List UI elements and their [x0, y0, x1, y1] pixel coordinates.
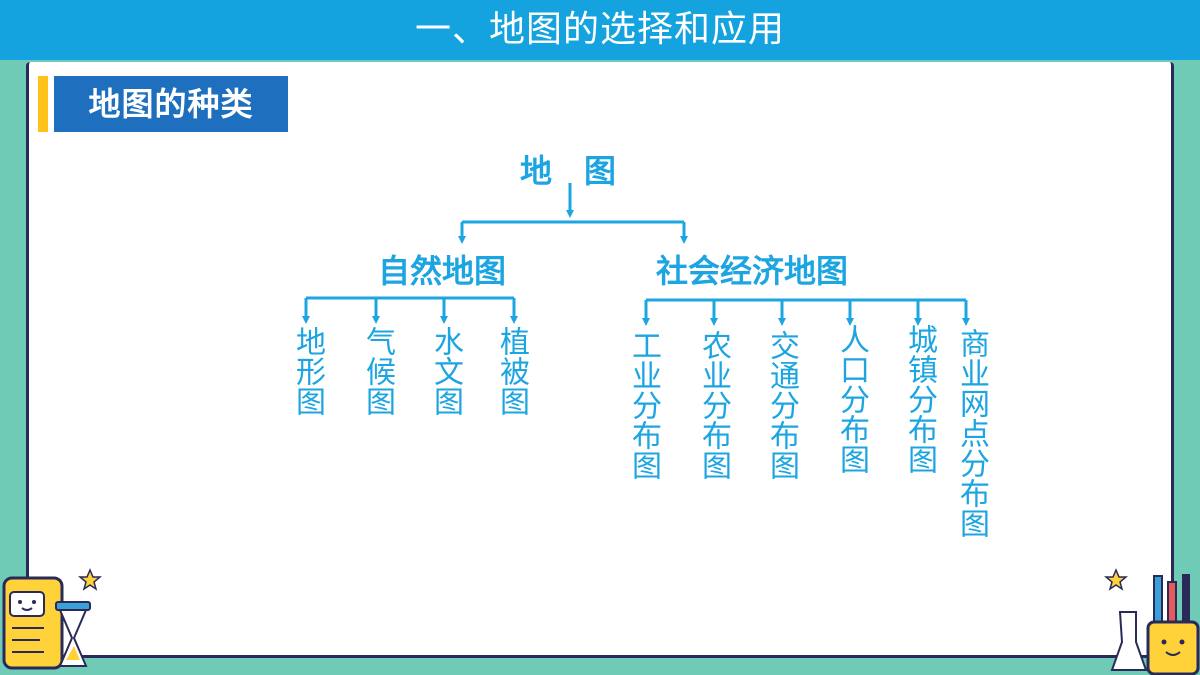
title-bar	[0, 0, 1200, 60]
leaf-node: 人口分布图	[834, 324, 869, 474]
pencil-cup-character-icon	[1110, 574, 1200, 675]
leaf-node: 气候图	[360, 326, 395, 416]
section-heading-box	[54, 76, 288, 132]
leaf-node: 交通分布图	[764, 330, 799, 480]
section-accent-bar	[38, 76, 48, 132]
leaf-node: 植被图	[494, 326, 529, 416]
flask-icon	[1110, 611, 1148, 671]
branch-node-natural: 自然地图	[378, 252, 507, 290]
section-heading: 地图的种类	[88, 85, 254, 123]
hourglass-icon	[55, 601, 91, 667]
leaf-node: 商业网点分布图	[954, 328, 989, 538]
page-title: 一、地图的选择和应用	[414, 9, 785, 50]
root-node: 地 图	[520, 152, 617, 190]
content-panel	[26, 62, 1174, 658]
leaf-node: 工业分布图	[626, 330, 661, 480]
leaf-node: 地形图	[290, 326, 325, 416]
branch-node-social: 社会经济地图	[656, 252, 849, 290]
leaf-node: 城镇分布图	[902, 324, 937, 474]
scroll-character-icon	[2, 576, 64, 670]
star-icon	[78, 568, 102, 591]
leaf-node: 农业分布图	[696, 330, 731, 480]
leaf-node: 水文图	[428, 326, 463, 416]
star-icon	[1104, 568, 1128, 591]
